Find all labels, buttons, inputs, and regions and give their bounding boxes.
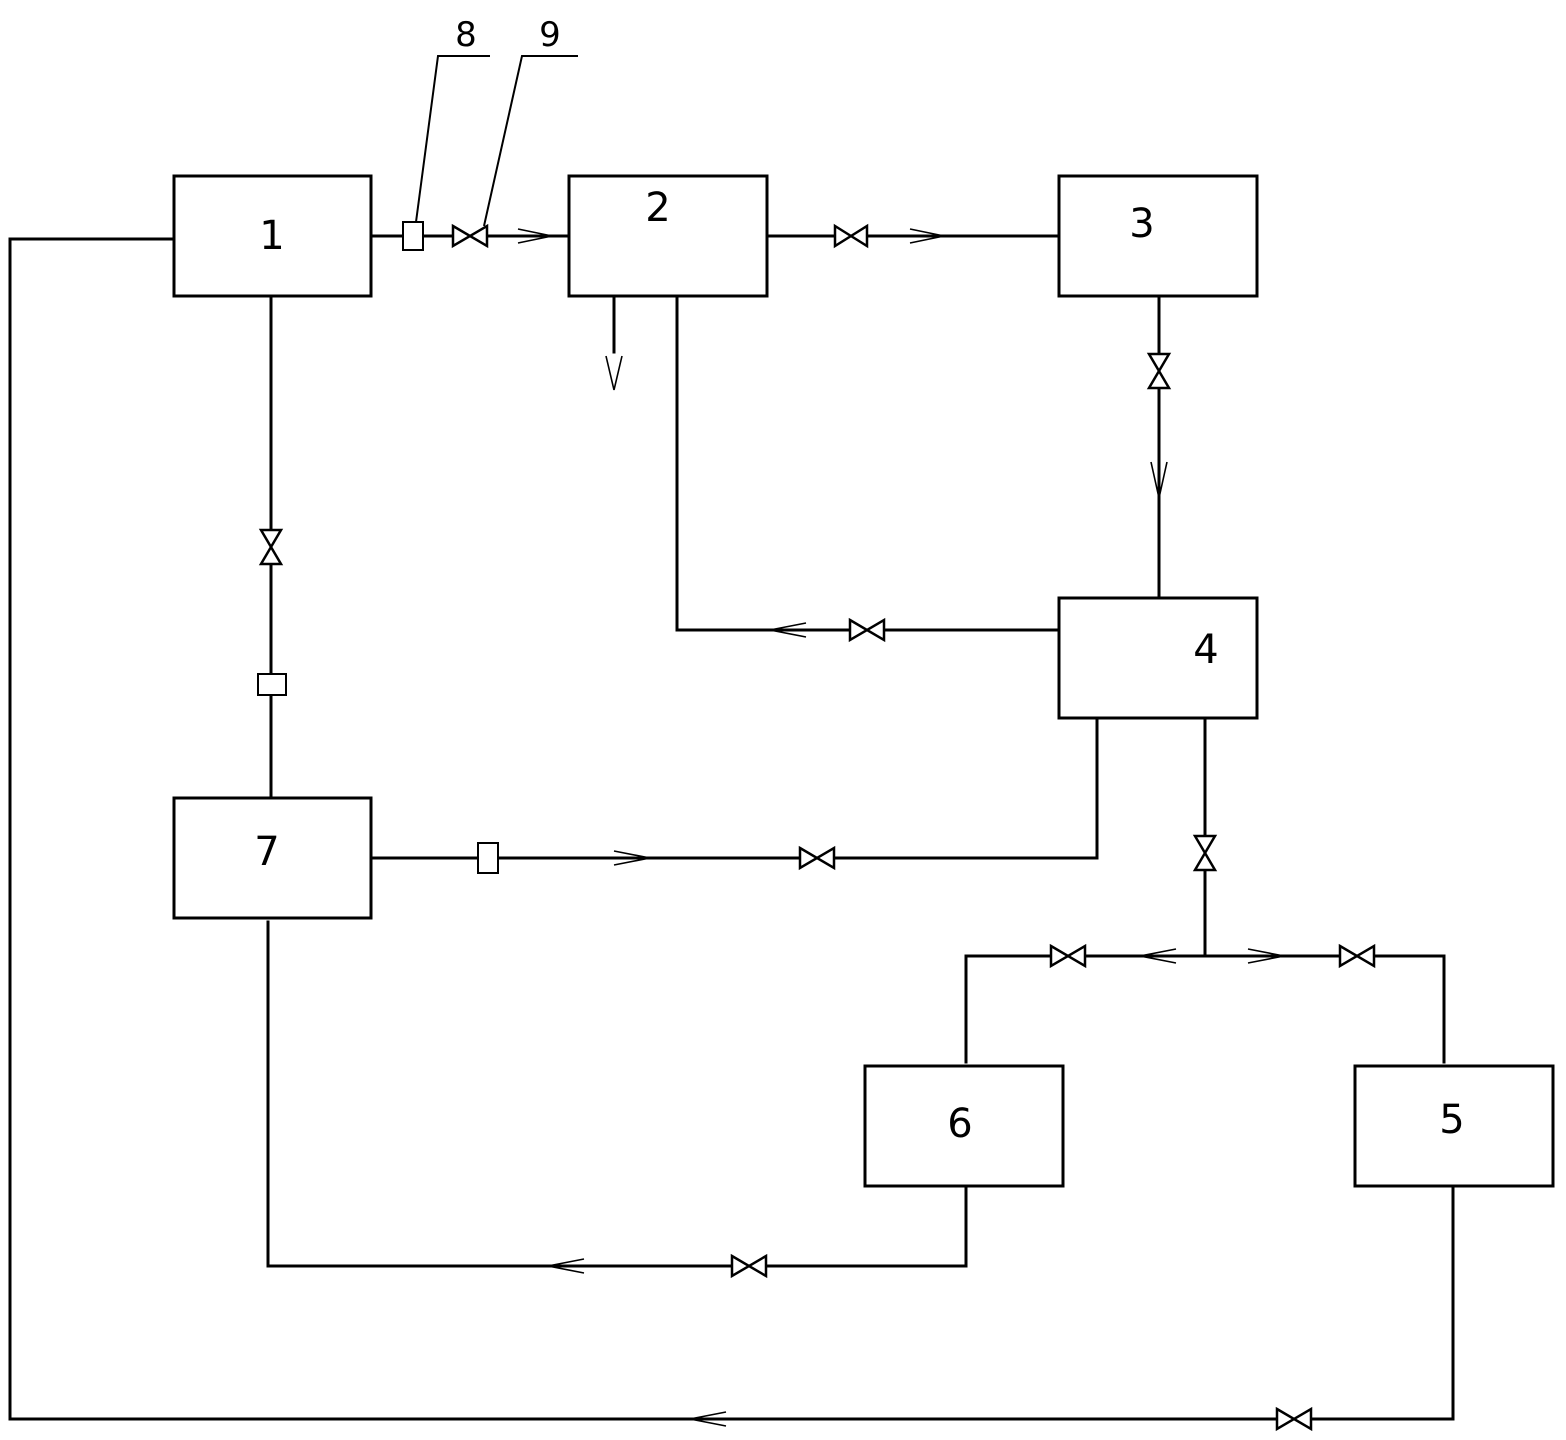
valve-1-7 — [258, 528, 284, 566]
arrow-left-5-1 — [689, 1411, 727, 1427]
callout-8-leader — [415, 55, 490, 223]
pipe-6-to-7 — [266, 920, 968, 1268]
pipe-5-to-1 — [8, 237, 1455, 1421]
valve-4-branch — [1192, 834, 1218, 872]
valve-branch-5 — [1338, 943, 1376, 969]
flow-meter-7-4 — [477, 842, 499, 874]
arrow-left-4-2 — [769, 622, 807, 638]
unit-6-box — [863, 1064, 1065, 1188]
callouts: 8 9 — [415, 15, 578, 227]
unit-3: 3 — [1057, 174, 1259, 298]
arrow-left-to-6 — [1139, 948, 1177, 964]
units: 1 2 3 4 5 6 7 — [172, 174, 1555, 1188]
unit-3-label: 3 — [1129, 201, 1154, 247]
unit-1-box — [172, 174, 373, 298]
pipe-7-to-4 — [370, 688, 1207, 958]
unit-4-box — [1057, 596, 1259, 720]
unit-1-label: 1 — [259, 213, 284, 259]
unit-6: 6 — [863, 1064, 1065, 1188]
unit-2: 2 — [567, 174, 769, 298]
unit-7-box — [172, 796, 373, 920]
unit-3-box — [1057, 174, 1259, 298]
pipe-branch-6-5 — [964, 954, 1446, 1064]
unit-4-label: 4 — [1193, 627, 1218, 673]
valve-2-3 — [833, 223, 869, 249]
arrow-right-7-4 — [613, 850, 651, 866]
arrow-down-3-4 — [1150, 461, 1168, 499]
arrow-right-1-2 — [517, 228, 553, 244]
valve-7-4 — [798, 845, 836, 871]
arrow-right-2-3 — [909, 228, 945, 244]
arrow-down-2-out — [605, 355, 623, 391]
flow-meter-1-2 — [402, 221, 424, 251]
flow-arrows — [517, 228, 1285, 1427]
valve-5-1 — [1275, 1406, 1313, 1432]
flow-meters — [257, 221, 499, 874]
unit-5: 5 — [1353, 1064, 1555, 1188]
arrow-right-to-5 — [1247, 948, 1285, 964]
valve-1-2 — [451, 223, 489, 249]
unit-4: 4 — [1057, 596, 1259, 720]
unit-7: 7 — [172, 796, 373, 920]
valve-4-2 — [848, 617, 886, 643]
pipe-3-to-4-to-2 — [675, 234, 1161, 632]
pipes — [8, 234, 1455, 1421]
unit-5-label: 5 — [1439, 1097, 1464, 1143]
callout-9-label: 9 — [539, 15, 561, 55]
valve-branch-6 — [1049, 943, 1087, 969]
valve-6-7 — [730, 1253, 768, 1279]
unit-2-label: 2 — [645, 185, 670, 231]
flow-meter-1-7 — [257, 673, 287, 696]
unit-2-box — [567, 174, 769, 298]
arrow-left-6-7 — [547, 1258, 585, 1274]
unit-7-label: 7 — [254, 829, 279, 875]
unit-6-label: 6 — [947, 1101, 972, 1147]
valve-3-4 — [1146, 352, 1172, 390]
unit-1: 1 — [172, 174, 373, 298]
unit-5-box — [1353, 1064, 1555, 1188]
valves — [258, 223, 1376, 1432]
callout-8-label: 8 — [455, 15, 477, 55]
callout-9-leader — [483, 55, 578, 227]
